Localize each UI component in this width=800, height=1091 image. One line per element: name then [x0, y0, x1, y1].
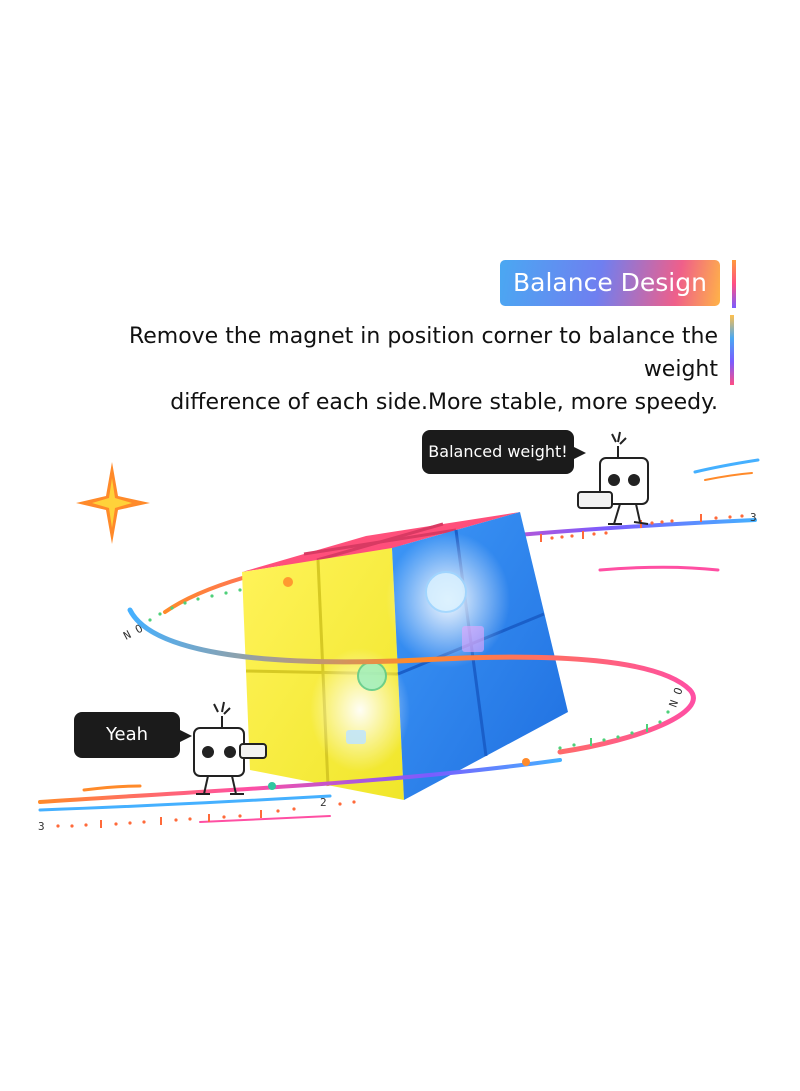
ruler-mark-left: 3	[38, 820, 45, 833]
orbit-bead-icon	[268, 782, 276, 790]
orbit-bead-icon	[522, 758, 530, 766]
yeah-callout: Yeah	[74, 712, 192, 758]
orbit-mark-right: N O	[667, 686, 686, 709]
ruler-lower-right	[558, 710, 670, 750]
cube-mascot-icon	[193, 701, 267, 795]
banner-accent-bar	[732, 260, 736, 308]
sparkle-star-icon	[76, 462, 150, 544]
cube-mascot-icon	[577, 431, 649, 525]
fuse-spark-icon	[611, 431, 627, 445]
description-line-2: difference of each side.More stable, mor…	[170, 390, 718, 415]
ruler-mark-mid: 2	[320, 796, 327, 809]
balanced-weight-callout: Balanced weight!	[422, 430, 586, 474]
description-accent-bar	[730, 315, 734, 385]
orbit-swoosh-front	[38, 607, 696, 823]
feature-description: Remove the magnet in position corner to …	[58, 320, 718, 419]
balance-design-banner: Balance Design	[500, 258, 736, 308]
ruler-mark-right: 3	[750, 511, 757, 524]
balance-design-title: Balance Design	[500, 260, 720, 306]
fuse-spark-icon	[213, 701, 231, 715]
description-line-1: Remove the magnet in position corner to …	[128, 324, 718, 382]
ruler-upper	[540, 514, 744, 542]
ruler-lower	[56, 800, 356, 828]
